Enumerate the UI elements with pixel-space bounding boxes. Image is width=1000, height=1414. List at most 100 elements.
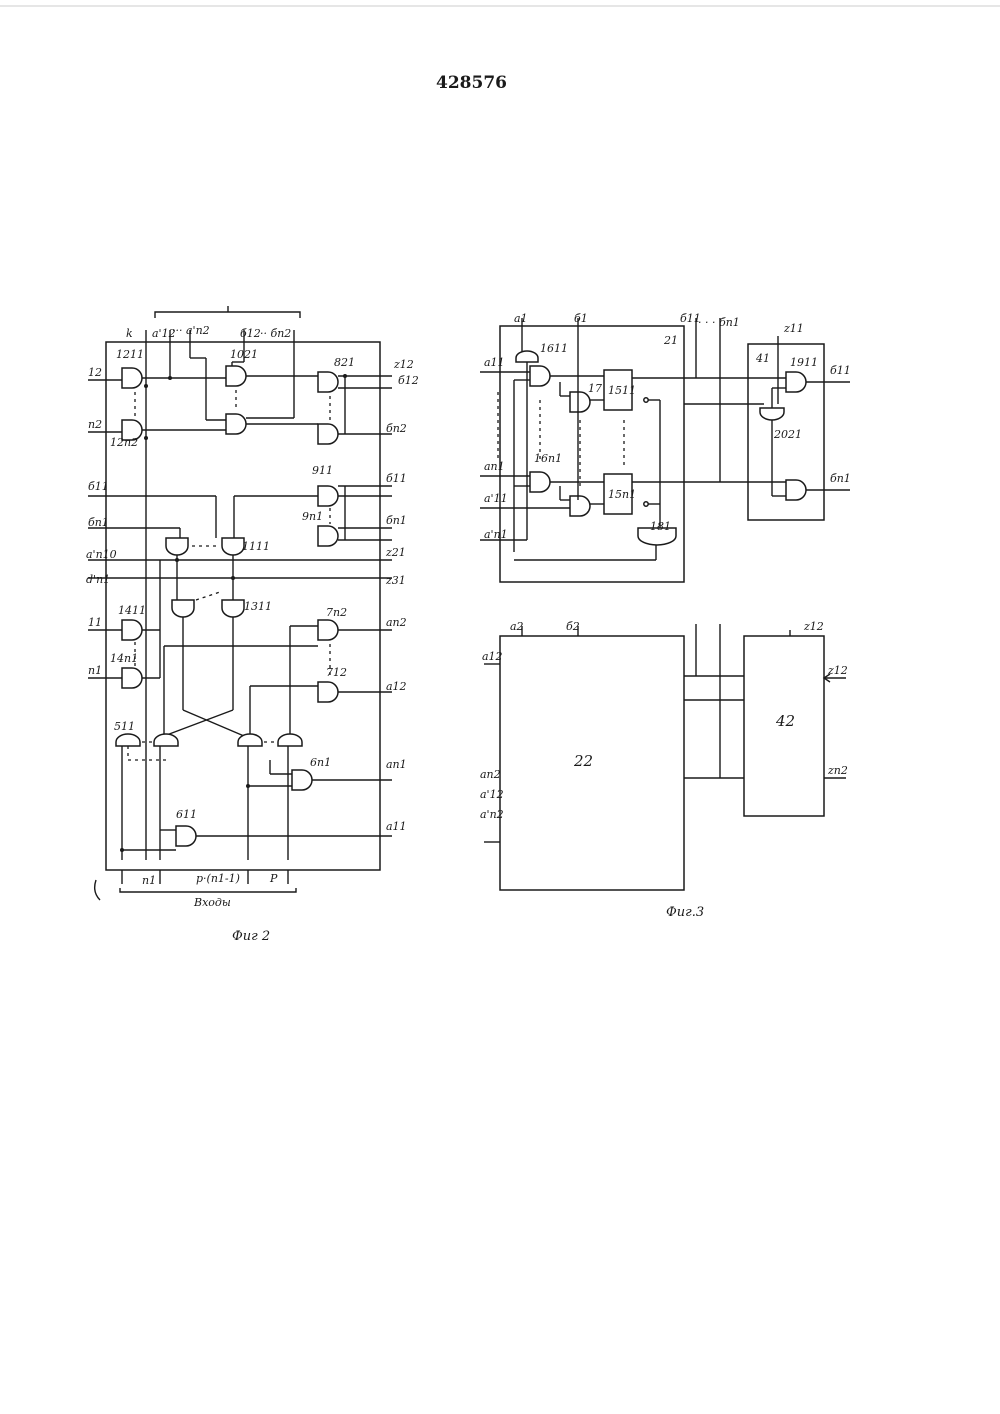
fig3-lower-right-label: z12: [827, 664, 848, 677]
fig2-left-label: бn1: [88, 516, 109, 529]
fig2-gate-label: 9n1: [302, 510, 323, 523]
fig2-right-label: б12: [398, 374, 419, 387]
fig3-lower-block-label: 22: [573, 752, 593, 770]
fig2-right-label: бn2: [386, 422, 407, 435]
fig3-block-label: 16n1: [534, 452, 562, 465]
and-gate-16-n1: [530, 472, 550, 492]
fig3-top-label: · · · бn1: [698, 316, 740, 329]
fig2-gate-label: 1211: [116, 348, 144, 361]
fig2-gate-label: 1411: [118, 604, 146, 617]
fig2-right-label: an2: [386, 616, 407, 629]
fig2-inputs-label: Входы: [193, 896, 231, 909]
fig2-right-label: z21: [385, 546, 406, 559]
fig3-lower-diagram: a2 б2 a12 an2 a'12 a'n2 z12 z12 zn2 22 4…: [480, 620, 848, 920]
and-gate-9-n1: [318, 526, 338, 546]
fig2-bottom-label: P: [269, 872, 278, 885]
fig2-gate-label: 1021: [230, 348, 258, 361]
fig2-left-label: a'n10: [86, 548, 117, 561]
fig3-lower-top-label: б2: [566, 620, 580, 633]
fig2-bottom-label: n1: [142, 874, 156, 887]
fig2-top-label: б12: [240, 327, 261, 340]
and-gate-13-a: [172, 600, 194, 617]
and-gate-10-n2: [226, 414, 246, 434]
fig2-caption: Фиг 2: [232, 929, 270, 944]
or-gate-11-11: [222, 538, 244, 555]
fig3-block-label: 1911: [790, 356, 818, 369]
and-gate-7-12: [318, 682, 338, 702]
gate-16-11-top: [516, 351, 538, 362]
fig2-top-label: ·· бn2: [260, 327, 291, 340]
fig3-top-label: б1: [574, 312, 588, 325]
and-gate-19-11: [786, 372, 806, 392]
fig3-block-label: 1611: [540, 342, 568, 355]
and-gate-5-b: [154, 734, 178, 746]
and-gate-12-11: [122, 368, 142, 388]
fig2-diagram: k a'12 ··· a'n2 б12 ·· бn2 12 n2 б11 бn1…: [86, 306, 419, 944]
fig2-left-label: n2: [88, 418, 102, 431]
fig3-left-label: a'11: [484, 492, 508, 505]
fig2-right-label: бn1: [386, 514, 407, 527]
fig3-lower-left-label: a'n2: [480, 808, 504, 821]
fig3-block-label: 21: [663, 334, 678, 347]
fig2-right-label: б11: [386, 472, 407, 485]
fig2-gate-label: 7n2: [326, 606, 347, 619]
and-gate-17-n: [570, 496, 590, 516]
fig3-left-label: a'n1: [484, 528, 508, 541]
fig2-top-label: k: [126, 327, 133, 340]
fig2-right-label: an1: [386, 758, 407, 771]
fig3-lower-block-label: 42: [775, 712, 795, 730]
fig3-left-label: a11: [484, 356, 505, 369]
fig2-gate-label: 911: [312, 464, 333, 477]
fig2-gate-label: 1111: [242, 540, 270, 553]
or-gate-11-a: [166, 538, 188, 555]
fig2-bottom-label: p·(n1-1): [196, 872, 240, 885]
fig3-lower-right-label: z12: [803, 620, 824, 633]
and-gate-9-11: [318, 486, 338, 506]
and-gate-6-11: [176, 826, 196, 846]
fig3-block-label: 1511: [608, 384, 636, 397]
fig3-caption: Фиг.3: [666, 905, 704, 920]
and-gate-5-c: [238, 734, 262, 746]
fig2-right-label: z12: [393, 358, 414, 371]
fig2-right-label: a11: [386, 820, 407, 833]
and-gate-16-11: [530, 366, 550, 386]
and-gate-13-11: [222, 600, 244, 617]
fig2-gate-label: 511: [114, 720, 135, 733]
and-gate-10-21: [226, 366, 246, 386]
fig3-top-label: z11: [783, 322, 804, 335]
fig3-lower-top-label: a2: [510, 620, 524, 633]
and-gate-14-n1: [122, 668, 142, 688]
and-gate-8-n2: [318, 424, 338, 444]
fig2-gate-label: 1311: [244, 600, 272, 613]
fig3-top-label: a1: [514, 312, 528, 325]
fig2-right-label: z31: [385, 574, 406, 587]
fig3-lower-left-label: an2: [480, 768, 501, 781]
and-gate-14-11: [122, 620, 142, 640]
fig3-right-label: б11: [830, 364, 851, 377]
and-gate-5-11: [116, 734, 140, 746]
fig3-left-label: an1: [484, 460, 505, 473]
fig3-right-label: бn1: [830, 472, 851, 485]
and-gate-17: [570, 392, 590, 412]
fig3-lower-left-label: a'12: [480, 788, 504, 801]
and-gate-8-21: [318, 372, 338, 392]
fig2-gate-label: 821: [334, 356, 355, 369]
fig2-left-label: б11: [88, 480, 109, 493]
fig2-gate-label: 14n1: [110, 652, 138, 665]
gate-20-21: [760, 408, 784, 420]
fig2-left-label: n1: [88, 664, 102, 677]
fig2-gate-label: 611: [176, 808, 197, 821]
fig2-gate-label: 6n1: [310, 756, 331, 769]
fig2-left-label: d'n1: [86, 573, 110, 586]
fig3-block-label: 17: [588, 382, 602, 395]
fig2-right-label: a12: [386, 680, 407, 693]
fig2-left-label: 11: [88, 616, 102, 629]
patent-number: 428576: [436, 73, 507, 93]
fig2-top-label: ··· a'n2: [172, 324, 210, 337]
fig3-block-label: 15n1: [608, 488, 636, 501]
fig3-upper-diagram: a1 б1 б11 · · · бn1 z11 a11 an1 a'11 a'n…: [480, 312, 851, 582]
fig2-gate-label: 712: [326, 666, 347, 679]
and-gate-6-n1: [292, 770, 312, 790]
